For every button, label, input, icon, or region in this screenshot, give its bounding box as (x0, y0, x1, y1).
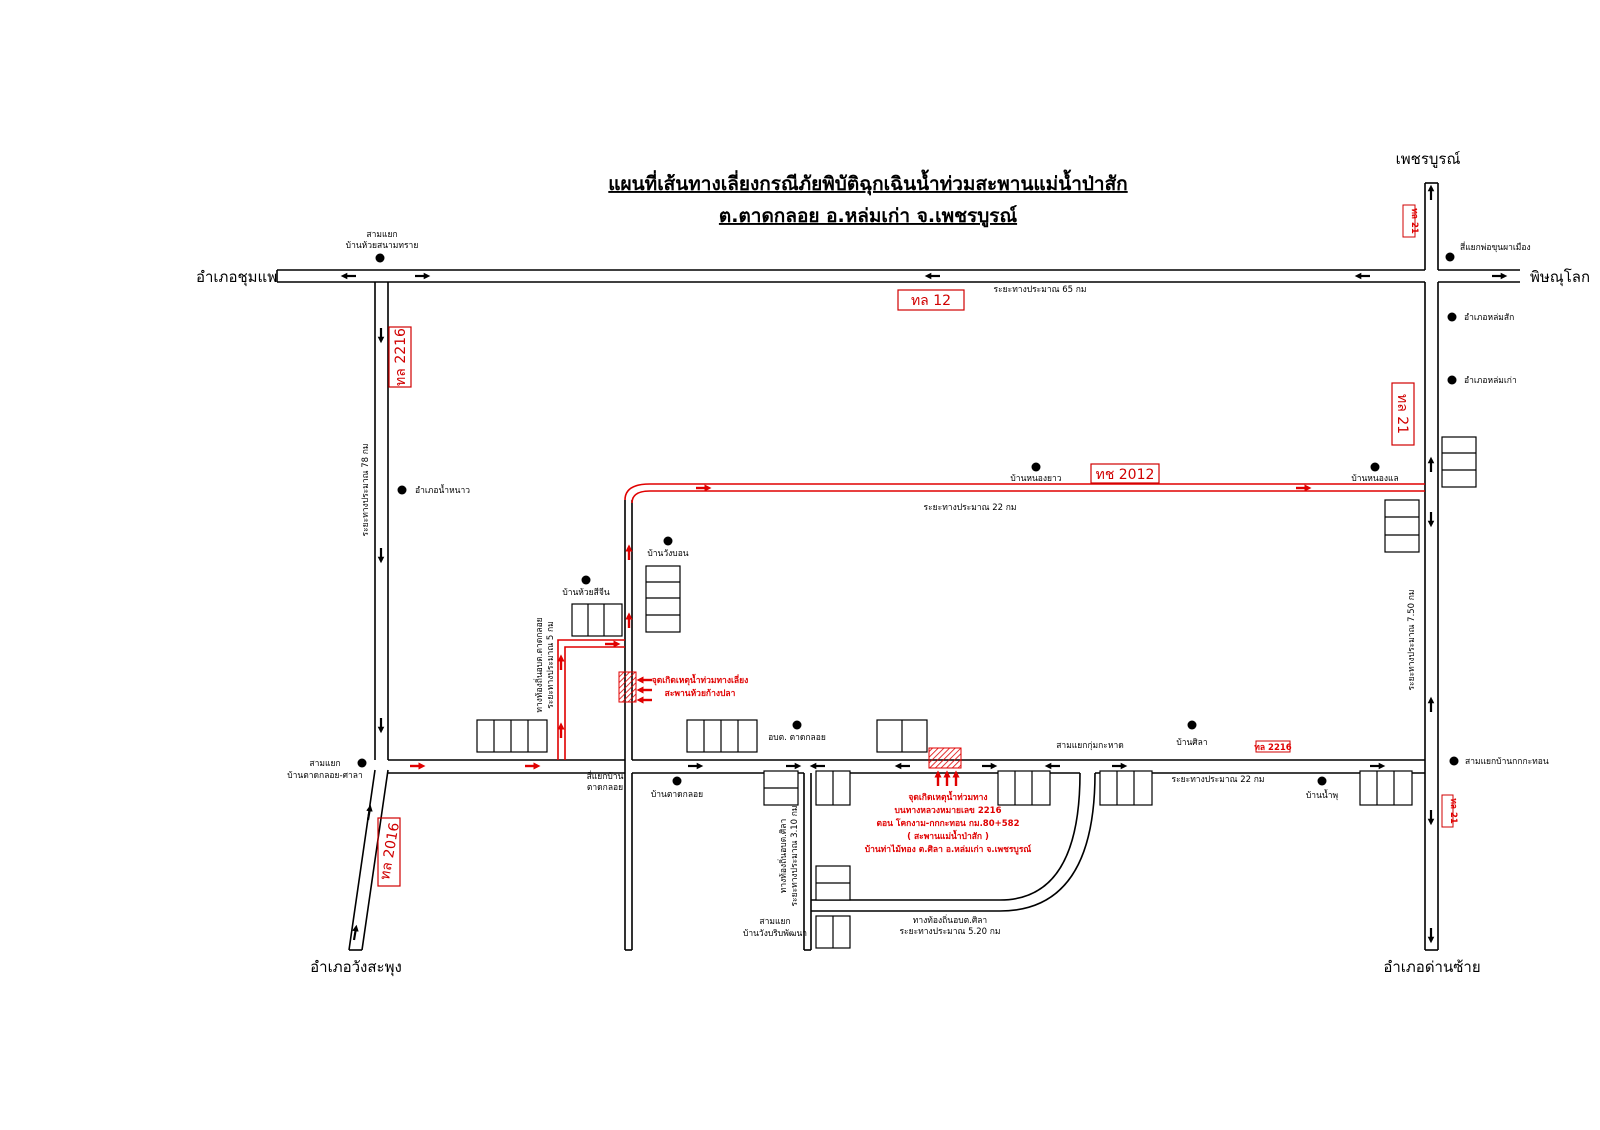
road-2016 (348, 769, 389, 951)
label-road-2016: ทล 2016 (377, 821, 403, 881)
flood2-line5: บ้านท่าไม้ทอง ต.ศิลา อ.หล่มเก่า จ.เพชรบู… (865, 844, 1032, 855)
sign-box (1359, 770, 1413, 806)
flood-point-pa-sak-bridge (928, 747, 962, 769)
place-nong-yao: บ้านหนองยาว (1010, 473, 1061, 484)
flood2-line1: จุดเกิดเหตุน้ำท่วมทาง (908, 790, 987, 803)
place-kok-kathon: สามแยกบ้านกกกะทอน (1465, 756, 1549, 767)
dest-wang-saphung: อำเภอวังสะพุง (310, 958, 402, 977)
place-lom-sak: อำเภอหล่มสัก (1464, 313, 1514, 323)
dest-phetchabun: เพชรบูรณ์ (1396, 150, 1461, 168)
place-nam-phu: บ้านน้ำพุ (1306, 789, 1338, 801)
road-2216-bottom-left (388, 759, 625, 774)
label-road-2216-bottom: ทล 2216 (1254, 743, 1292, 753)
sign-box (1441, 436, 1477, 488)
flood2-line4: ( สะพานแม่น้ำป่าสัก ) (907, 829, 989, 842)
road-2216-bottom (632, 759, 1425, 774)
place-nong-lae: บ้านหนองแล (1351, 473, 1398, 484)
traffic-arrows (340, 184, 1508, 944)
road-2216-left (374, 282, 389, 760)
distance-5km: ระยะทางประมาณ 5 กม (546, 621, 556, 709)
place-sam-yaek-wang-line1: สามแยก (759, 917, 790, 927)
place-wang-bon: บ้านวังบอน (647, 548, 688, 559)
road-sila-curve-outer (811, 772, 1081, 901)
place-lom-kao: อำเภอหล่มเก่า (1464, 376, 1517, 386)
label-road-12: ทล 12 (911, 293, 951, 309)
place-sam-yaek-wang-line2: บ้านวังบริบพัฒนา (743, 928, 807, 939)
flood-point-huai-kang-pla (618, 671, 637, 703)
place-detour-sila: ทางท้องถิ่นอบต.ศิลา (777, 819, 789, 893)
place-detour-tat: ทางท้องถิ่นอบต.ตาดกลอย (533, 617, 545, 712)
place-sam-yaek-huai-line2: บ้านห้วยสนามทราย (346, 240, 419, 251)
dest-chum-phae: อำเภอชุมแพ (196, 268, 277, 287)
distance-65km: ระยะทางประมาณ 65 กม (994, 285, 1087, 295)
map-title-line2: ต.ตาดกลอย อ.หล่มเก่า จ.เพชรบูรณ์ (719, 205, 1018, 228)
label-road-2012: ทช 2012 (1096, 467, 1155, 483)
flood2-line3: ตอน โคกงาม-กกกะทอน กม.80+582 (876, 818, 1019, 829)
place-si-yaek-line2: ตาดกลอย (587, 783, 623, 793)
distance-78km: ระยะทางประมาณ 78 กม (361, 444, 371, 537)
road-12 (277, 269, 1425, 283)
distance-5-20km: ระยะทางประมาณ 5.20 กม (899, 927, 1000, 937)
road-number-labels: ทล 12 ทล 2216 ทล 21 ทล 21 ทช 2012 ทล 201… (377, 204, 1458, 887)
distance-3-10km: ระยะทางประมาณ 3.10 กม (790, 805, 800, 906)
detour-arrows (410, 484, 1312, 786)
sign-box (1099, 770, 1153, 806)
place-detour-sila2: ทางท้องถิ่นอบต.ศิลา (913, 914, 987, 926)
distance-22km-2216: ระยะทางประมาณ 22 กม (1172, 775, 1265, 785)
direction-signs (476, 436, 1477, 949)
flood1-line1: จุดเกิดเหตุน้ำท่วมทางเลี่ยง (652, 673, 748, 686)
distance-7-50km: ระยะทางประมาณ 7.50 กม (1407, 589, 1417, 690)
place-huai-si-chin: บ้านห้วยสีจีน (562, 587, 610, 598)
detour-routes (557, 483, 1425, 760)
place-sam-yaek-kum: สามแยกกุ่มกะหาด (1056, 741, 1124, 751)
place-sam-yaek-huai-line1: สามแยก (366, 230, 397, 240)
sign-box (1384, 499, 1420, 553)
road-21-top (1424, 183, 1439, 270)
map-title-line1: แผนที่เส้นทางเลี่ยงกรณีภัยพิบัติฉุกเฉินน… (608, 169, 1127, 196)
label-road-2216: ทล 2216 (393, 328, 409, 386)
sign-box (476, 719, 548, 753)
label-road-21-top: ทล 21 (1409, 208, 1419, 234)
place-obt-tat-kloi: อบต. ตาดกลอย (768, 733, 826, 743)
road-21 (1424, 282, 1439, 950)
dest-phitsanulok: พิษณุโลก (1530, 268, 1590, 287)
place-sam-yaek-tat-line2: บ้านตาดกลอย-ศาลา (287, 770, 362, 781)
road-network (276, 182, 1520, 951)
place-sam-yaek-tat-line1: สามแยก (309, 759, 340, 769)
place-num-nao: อำเภอน้ำหนาว (415, 484, 470, 496)
label-road-21: ทล 21 (1394, 394, 1410, 434)
place-pho-khun: สี่แยกพ่อขุนผาเมือง (1460, 241, 1531, 253)
place-markers: สามแยก บ้านห้วยสนามทราย อำเภอน้ำหนาว สี่… (287, 230, 1549, 939)
place-sila: บ้านศิลา (1176, 737, 1207, 748)
distance-22km-2012: ระยะทางประมาณ 22 กม (924, 503, 1017, 513)
road-tat-kloi (624, 500, 633, 950)
place-si-yaek-line1: สี่แยกบ้าน (587, 770, 624, 782)
label-road-21-bottom: ทล 21 (1448, 798, 1458, 824)
road-sila-local (803, 773, 812, 950)
sign-box (686, 719, 758, 753)
flood2-line2: บนทางหลวงหมายเลข 2216 (895, 806, 1002, 816)
place-tat-kloi: บ้านตาดกลอย (651, 789, 703, 800)
flood-notes: จุดเกิดเหตุน้ำท่วมทางเลี่ยง สะพานห้วยก้า… (652, 673, 1032, 855)
flood1-line2: สะพานห้วยก้างปลา (665, 688, 736, 699)
sign-box (997, 770, 1051, 806)
sign-box (571, 603, 623, 637)
sign-box (645, 565, 681, 633)
dest-dan-sai: อำเภอด่านซ้าย (1383, 958, 1480, 976)
